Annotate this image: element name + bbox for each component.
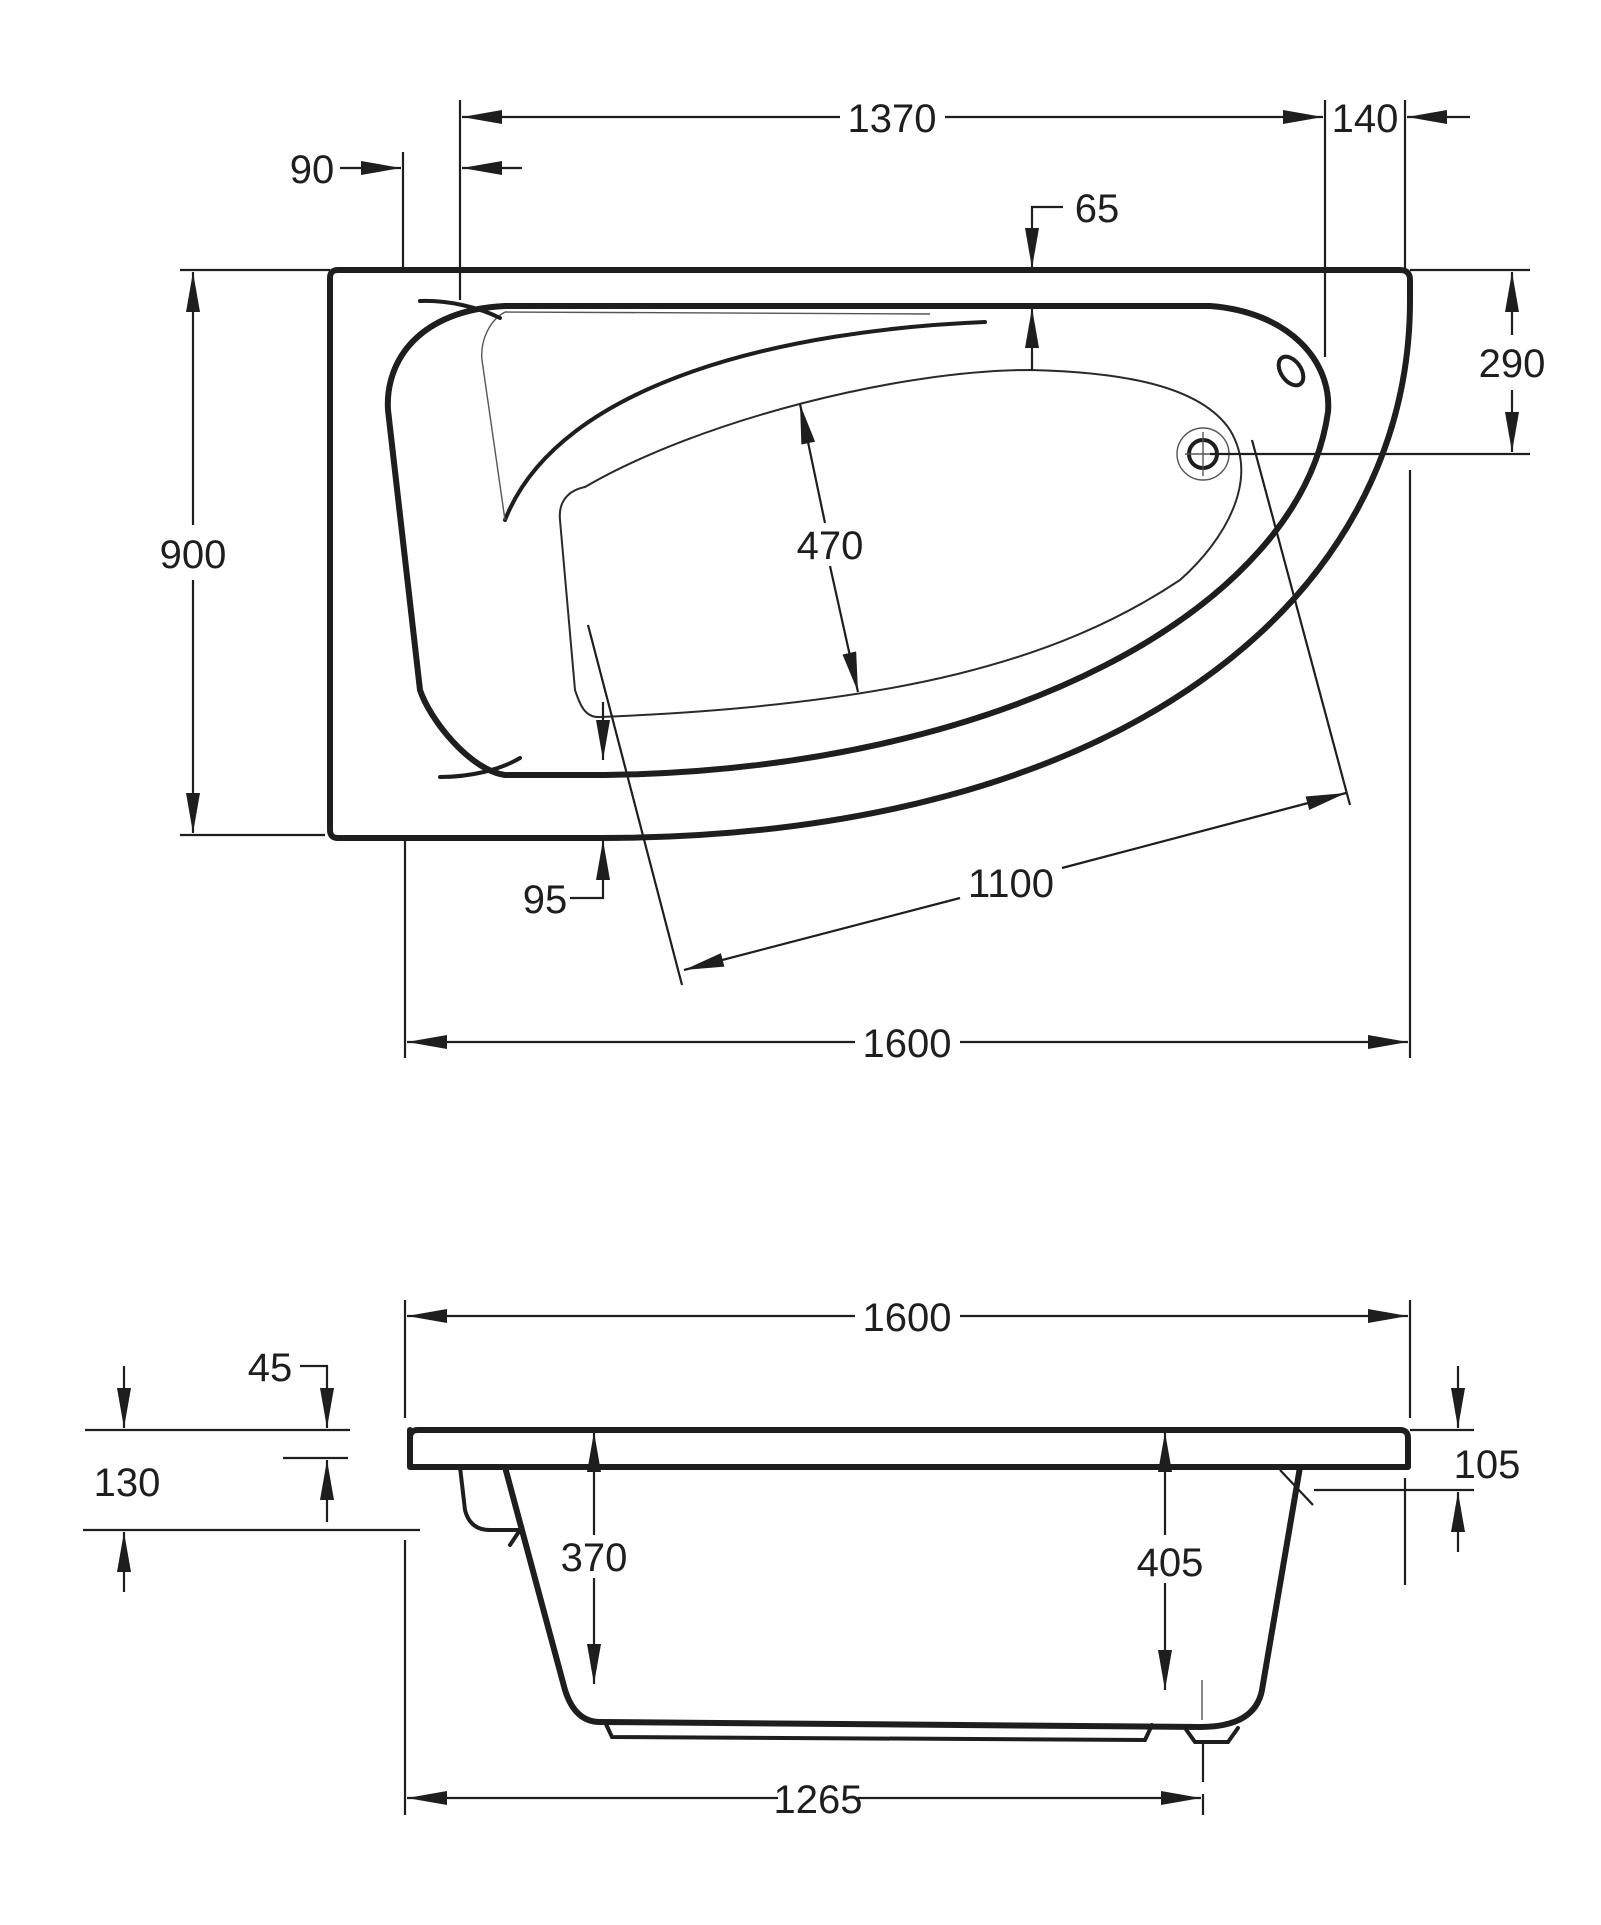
corner-accent-top xyxy=(418,298,502,320)
drain-outlet xyxy=(1183,1726,1240,1744)
corner-accent-bottom xyxy=(438,756,522,779)
dim-side-overall-length: 1600 xyxy=(863,1296,952,1340)
side-view: 1600 45 130 370 405 105 1265 xyxy=(83,1296,1520,1822)
tub-body-profile xyxy=(502,1464,1303,1730)
dim-plan-left-offset: 90 xyxy=(290,148,335,192)
dim-plan-overall-depth: 900 xyxy=(160,533,227,577)
headrest-side-line xyxy=(481,311,506,521)
dim-side-skirt-height: 130 xyxy=(94,1461,161,1505)
tub-rim-profile xyxy=(407,1427,1411,1470)
dim-plan-drain-offset: 290 xyxy=(1479,342,1546,386)
dim-side-rim-thickness: 45 xyxy=(248,1346,293,1390)
dim-side-right-rim-height: 105 xyxy=(1454,1443,1521,1487)
headrest-curve xyxy=(503,320,987,522)
plan-view: 1370 140 90 65 290 900 470 95 xyxy=(160,97,1546,1066)
dim-side-depth-right: 405 xyxy=(1137,1541,1204,1585)
dim-plan-basin-length: 1100 xyxy=(968,862,1054,906)
dim-plan-basin-width: 470 xyxy=(797,524,864,568)
dim-side-drain-position: 1265 xyxy=(774,1778,863,1822)
dim-plan-front-offset: 95 xyxy=(523,878,568,922)
dim-plan-overall-length: 1600 xyxy=(863,1022,952,1066)
dim-side-depth-left: 370 xyxy=(561,1536,628,1580)
dim-plan-right-offset: 140 xyxy=(1332,97,1399,141)
tub-outer-rim xyxy=(327,267,1413,841)
dim-plan-rim-to-basin: 65 xyxy=(1075,187,1120,231)
headrest-inner-line xyxy=(504,311,931,315)
tub-skirt-left xyxy=(458,1465,524,1547)
dim-plan-top-length: 1370 xyxy=(848,97,937,141)
overflow-icon xyxy=(1276,354,1306,388)
tub-feet xyxy=(603,1720,1154,1743)
basin-rim-outline xyxy=(384,303,1332,778)
basin-floor xyxy=(558,368,1243,719)
